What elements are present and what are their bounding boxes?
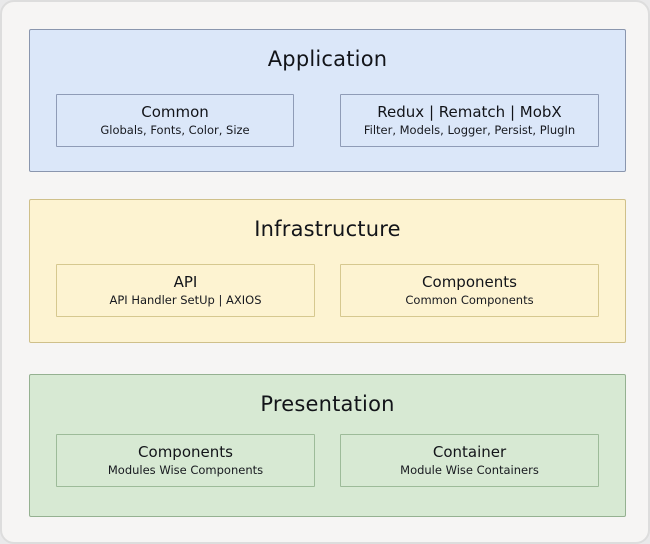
box-container: Container Module Wise Containers: [340, 434, 599, 487]
box-pres-components: Components Modules Wise Components: [56, 434, 315, 487]
box-infra-components-title: Components: [422, 273, 517, 292]
layer-presentation-title: Presentation: [260, 392, 395, 416]
box-container-subtitle: Module Wise Containers: [400, 462, 539, 477]
layer-infrastructure-boxes: API API Handler SetUp | AXIOS Components…: [30, 264, 625, 317]
layer-infrastructure: Infrastructure API API Handler SetUp | A…: [29, 199, 626, 343]
layer-application: Application Common Globals, Fonts, Color…: [29, 29, 626, 172]
box-common: Common Globals, Fonts, Color, Size: [56, 94, 294, 147]
box-state-management-title: Redux | Rematch | MobX: [377, 103, 562, 122]
layer-infrastructure-title: Infrastructure: [254, 217, 401, 241]
box-common-subtitle: Globals, Fonts, Color, Size: [100, 122, 250, 137]
box-api: API API Handler SetUp | AXIOS: [56, 264, 315, 317]
box-state-management-subtitle: Filter, Models, Logger, Persist, PlugIn: [363, 122, 576, 137]
box-state-management: Redux | Rematch | MobX Filter, Models, L…: [340, 94, 599, 147]
layer-presentation-boxes: Components Modules Wise Components Conta…: [30, 434, 625, 487]
layer-application-boxes: Common Globals, Fonts, Color, Size Redux…: [30, 94, 625, 147]
box-container-title: Container: [432, 443, 507, 462]
box-api-subtitle: API Handler SetUp | AXIOS: [109, 292, 262, 307]
box-pres-components-subtitle: Modules Wise Components: [107, 462, 264, 477]
layer-presentation: Presentation Components Modules Wise Com…: [29, 374, 626, 517]
box-common-title: Common: [141, 103, 209, 122]
box-pres-components-title: Components: [138, 443, 233, 462]
box-api-title: API: [173, 273, 198, 292]
box-infra-components-subtitle: Common Components: [405, 292, 534, 307]
box-infra-components: Components Common Components: [340, 264, 599, 317]
layer-application-title: Application: [267, 47, 388, 71]
